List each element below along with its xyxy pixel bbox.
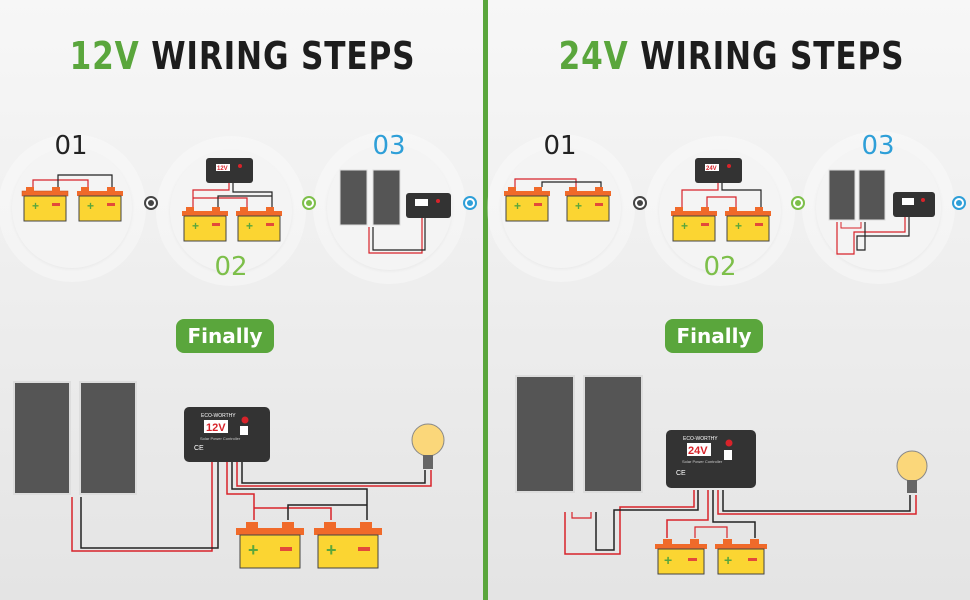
battery-icon: +	[715, 539, 767, 575]
step-2-number: 02	[214, 252, 248, 282]
charge-controller-icon: ECO-WORTHY 24V Solar Power Controller CE	[666, 430, 756, 488]
wiring-diagram-12v: + + 12V + +	[13, 158, 451, 569]
light-bulb-icon	[411, 423, 445, 469]
battery-icon: +	[655, 539, 707, 575]
controller-display: 12V	[206, 422, 226, 434]
controller-display: 12V	[217, 166, 228, 172]
solar-panel-icon	[13, 381, 137, 495]
title-voltage: 24V	[558, 34, 629, 78]
svg-text:+: +	[681, 219, 688, 233]
battery-icon: +	[236, 522, 304, 569]
svg-text:+: +	[87, 199, 94, 213]
light-bulb-icon	[896, 450, 928, 493]
ce-mark: CE	[194, 445, 204, 452]
svg-text:+: +	[724, 552, 732, 568]
step-2-dot-icon[interactable]	[791, 196, 805, 210]
controller-display: 24V	[706, 166, 717, 172]
svg-text:+: +	[514, 199, 521, 213]
svg-text:+: +	[192, 219, 199, 233]
finally-badge: Finally	[176, 319, 274, 353]
controller-label: Solar Power Controller	[682, 459, 723, 464]
svg-text:+: +	[664, 552, 672, 568]
step-3-dot-icon[interactable]	[463, 196, 477, 210]
svg-text:+: +	[246, 219, 253, 233]
battery-icon: +	[565, 187, 611, 222]
battery-icon: +	[77, 187, 123, 222]
charge-controller-icon	[406, 193, 451, 218]
step-3-number: 03	[861, 131, 895, 161]
title-voltage: 12V	[69, 34, 140, 78]
panel-title: 12V WIRING STEPS	[44, 34, 442, 78]
step-1-number: 01	[54, 131, 88, 161]
svg-text:+: +	[326, 540, 337, 560]
step-3-number: 03	[372, 131, 406, 161]
panel-title: 24V WIRING STEPS	[533, 34, 931, 78]
ce-mark: CE	[676, 470, 686, 477]
charge-controller-icon	[893, 192, 935, 217]
svg-text:+: +	[248, 540, 259, 560]
battery-icon: +	[504, 187, 550, 222]
svg-text:+: +	[575, 199, 582, 213]
controller-display: 24V	[688, 445, 708, 457]
solar-panel-icon	[828, 169, 886, 221]
step-2-dot-icon[interactable]	[302, 196, 316, 210]
step-1-dot-icon[interactable]	[144, 196, 158, 210]
charge-controller-icon: 12V	[206, 158, 253, 183]
controller-label: Solar Power Controller	[200, 436, 241, 441]
svg-text:+: +	[32, 199, 39, 213]
title-text: WIRING STEPS	[640, 34, 905, 78]
panel-24v: 24V WIRING STEPS 01 02 03 Finally + +	[489, 0, 970, 600]
battery-icon: +	[182, 207, 228, 242]
title-text: WIRING STEPS	[151, 34, 416, 78]
step-3-dot-icon[interactable]	[952, 196, 966, 210]
controller-brand: ECO-WORTHY	[201, 413, 236, 419]
battery-icon: +	[725, 207, 771, 242]
battery-icon: +	[671, 207, 717, 242]
finally-badge: Finally	[665, 319, 763, 353]
battery-icon: +	[236, 207, 282, 242]
controller-brand: ECO-WORTHY	[683, 436, 718, 442]
charge-controller-icon: 24V	[695, 158, 742, 183]
wiring-diagram-24v: + + 24V + +	[504, 158, 935, 575]
solar-panel-icon	[515, 375, 643, 493]
solar-panel-icon	[339, 169, 401, 226]
battery-icon: +	[21, 187, 69, 222]
battery-icon: +	[314, 522, 382, 569]
panel-12v: 12V WIRING STEPS 01 02 03 Finally + +	[12, 34, 477, 569]
step-1-number: 01	[543, 131, 577, 161]
step-2-number: 02	[703, 252, 737, 282]
svg-text:+: +	[735, 219, 742, 233]
panel-divider	[483, 0, 488, 600]
step-1-dot-icon[interactable]	[633, 196, 647, 210]
charge-controller-icon: ECO-WORTHY 12V Solar Power Controller CE	[184, 407, 270, 462]
